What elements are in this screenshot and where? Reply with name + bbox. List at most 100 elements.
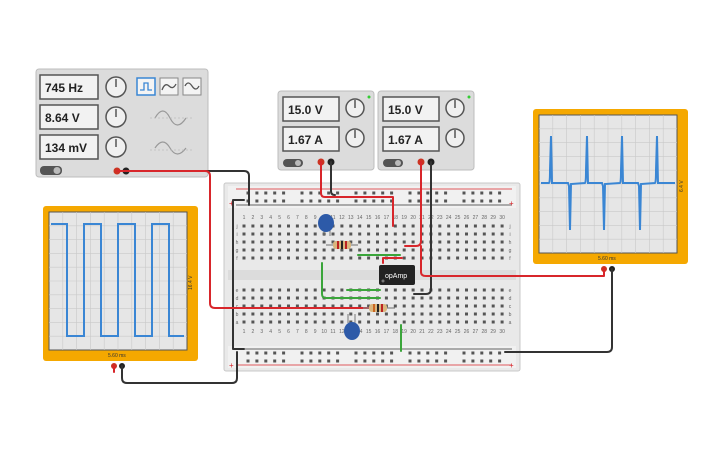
breadboard-hole[interactable] [390, 191, 394, 195]
breadboard-hole[interactable] [331, 312, 335, 316]
breadboard-hole[interactable] [438, 232, 442, 236]
breadboard-hole[interactable] [447, 304, 451, 308]
breadboard-hole[interactable] [358, 248, 362, 252]
breadboard-hole[interactable] [473, 256, 477, 260]
breadboard-hole[interactable] [393, 288, 397, 292]
breadboard-hole[interactable] [255, 191, 259, 195]
wire-scope-left-neg[interactable] [121, 351, 238, 384]
breadboard-hole[interactable] [367, 232, 371, 236]
breadboard-hole[interactable] [349, 312, 353, 316]
breadboard-hole[interactable] [278, 288, 282, 292]
breadboard-hole[interactable] [242, 248, 246, 252]
breadboard-hole[interactable] [255, 359, 259, 363]
breadboard-hole[interactable] [393, 240, 397, 244]
breadboard-hole[interactable] [349, 224, 353, 228]
breadboard-hole[interactable] [473, 240, 477, 244]
breadboard-hole[interactable] [331, 304, 335, 308]
breadboard-hole[interactable] [417, 351, 421, 355]
breadboard-hole[interactable] [498, 199, 502, 203]
breadboard-hole[interactable] [313, 288, 317, 292]
breadboard-hole[interactable] [358, 232, 362, 236]
breadboard-hole[interactable] [426, 199, 430, 203]
breadboard-hole[interactable] [408, 351, 412, 355]
breadboard-hole[interactable] [313, 312, 317, 316]
breadboard-hole[interactable] [456, 312, 460, 316]
breadboard-hole[interactable] [340, 320, 344, 324]
breadboard-hole[interactable] [402, 248, 406, 252]
breadboard-hole[interactable] [491, 288, 495, 292]
breadboard-hole[interactable] [471, 191, 475, 195]
breadboard-hole[interactable] [384, 224, 388, 228]
breadboard-hole[interactable] [300, 199, 304, 203]
breadboard-hole[interactable] [363, 199, 367, 203]
breadboard-hole[interactable] [402, 240, 406, 244]
breadboard-hole[interactable] [411, 320, 415, 324]
breadboard-hole[interactable] [251, 304, 255, 308]
breadboard-hole[interactable] [500, 304, 504, 308]
breadboard-hole[interactable] [295, 256, 299, 260]
breadboard-hole[interactable] [465, 288, 468, 292]
breadboard-hole[interactable] [242, 320, 246, 324]
breadboard-hole[interactable] [282, 359, 286, 363]
breadboard-hole[interactable] [426, 191, 430, 195]
breadboard-hole[interactable] [313, 240, 317, 244]
breadboard-hole[interactable] [462, 351, 466, 355]
breadboard-hole[interactable] [269, 288, 273, 292]
breadboard-hole[interactable] [363, 191, 367, 195]
breadboard-hole[interactable] [491, 248, 495, 252]
breadboard-hole[interactable] [282, 199, 286, 203]
breadboard-hole[interactable] [287, 296, 290, 300]
breadboard-hole[interactable] [349, 320, 353, 324]
breadboard-hole[interactable] [309, 191, 313, 195]
breadboard-hole[interactable] [429, 296, 433, 300]
oscilloscope-right[interactable]: 5.60 ms 6.4 V [533, 109, 688, 272]
breadboard-hole[interactable] [482, 312, 486, 316]
breadboard-hole[interactable] [313, 224, 317, 228]
opamp-chip[interactable]: opAmp [379, 265, 415, 285]
breadboard-hole[interactable] [264, 351, 268, 355]
breadboard-hole[interactable] [447, 232, 451, 236]
breadboard-hole[interactable] [242, 256, 246, 260]
breadboard-hole[interactable] [336, 351, 340, 355]
breadboard-hole[interactable] [381, 191, 385, 195]
breadboard-hole[interactable] [482, 288, 486, 292]
breadboard-hole[interactable] [465, 296, 468, 300]
breadboard-hole[interactable] [340, 304, 344, 308]
breadboard-hole[interactable] [489, 359, 493, 363]
breadboard-hole[interactable] [417, 359, 421, 363]
function-generator[interactable]: 745 Hz 8.64 V 134 mV [35, 68, 209, 178]
breadboard-hole[interactable] [331, 320, 335, 324]
breadboard-hole[interactable] [260, 312, 264, 316]
breadboard-hole[interactable] [363, 359, 367, 363]
breadboard-hole[interactable] [269, 304, 273, 308]
breadboard-hole[interactable] [482, 256, 486, 260]
breadboard-hole[interactable] [473, 296, 477, 300]
breadboard-hole[interactable] [498, 359, 502, 363]
breadboard-hole[interactable] [465, 232, 468, 236]
square-wave-button[interactable] [136, 77, 156, 96]
breadboard-hole[interactable] [381, 351, 385, 355]
breadboard-hole[interactable] [251, 224, 255, 228]
breadboard-hole[interactable] [491, 320, 495, 324]
breadboard-hole[interactable] [393, 248, 397, 252]
breadboard-hole[interactable] [438, 312, 442, 316]
breadboard-hole[interactable] [367, 304, 371, 308]
breadboard-hole[interactable] [473, 312, 477, 316]
breadboard-hole[interactable] [473, 248, 477, 252]
breadboard-hole[interactable] [358, 224, 362, 228]
breadboard-hole[interactable] [331, 248, 335, 252]
breadboard-hole[interactable] [500, 312, 504, 316]
breadboard-hole[interactable] [390, 199, 394, 203]
breadboard-hole[interactable] [438, 288, 442, 292]
wire-ps2-neg[interactable] [413, 161, 432, 295]
breadboard-hole[interactable] [444, 199, 448, 203]
breadboard-hole[interactable] [376, 256, 379, 260]
breadboard-hole[interactable] [336, 199, 340, 203]
breadboard-hole[interactable] [408, 191, 412, 195]
breadboard-hole[interactable] [318, 199, 322, 203]
breadboard-hole[interactable] [309, 199, 313, 203]
breadboard-hole[interactable] [420, 288, 424, 292]
breadboard-hole[interactable] [491, 296, 495, 300]
breadboard-hole[interactable] [322, 304, 326, 308]
